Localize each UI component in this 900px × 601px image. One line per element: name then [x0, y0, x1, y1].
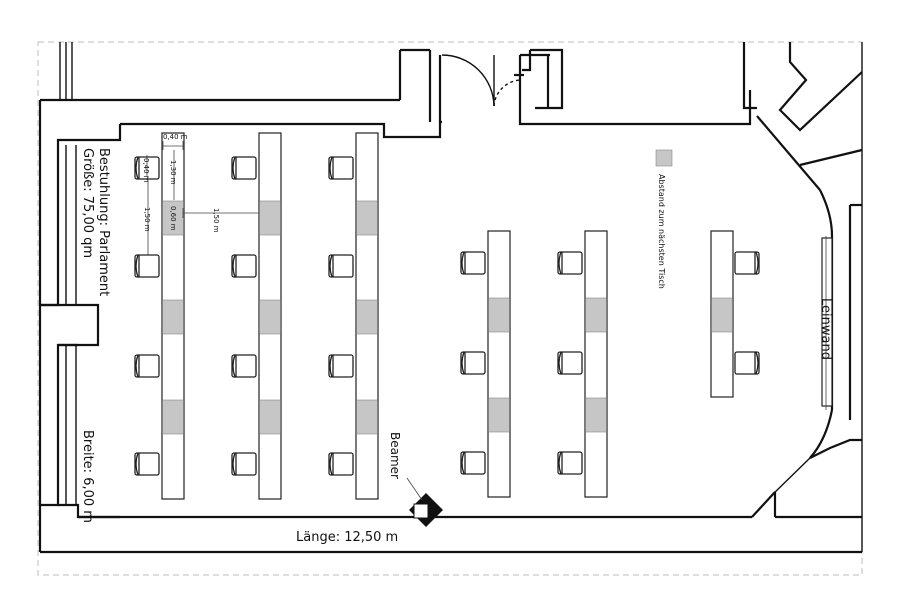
table-gap: [259, 200, 281, 236]
chair-icon: [557, 451, 583, 475]
table: [487, 230, 511, 498]
projection-screen: [821, 236, 833, 410]
labels: Bestuhlung: Parlament Größe: 75,00 qm Br…: [80, 133, 833, 545]
width-label: Breite: 6,00 m: [80, 430, 95, 523]
dim-label-040-top: 0,40 m: [163, 133, 188, 141]
dim-label-060: 0,60 m: [169, 206, 177, 231]
table-gap: [585, 297, 607, 333]
table-gap: [162, 200, 184, 236]
chair-icon: [460, 451, 486, 475]
chair-icon: [134, 354, 160, 378]
chair-icon: [328, 156, 354, 180]
chair-icon: [231, 156, 257, 180]
size-label: Größe: 75,00 qm: [80, 148, 95, 258]
beamer-label: Beamer: [388, 432, 402, 479]
chair-icon: [460, 351, 486, 375]
dim-label-150-mid: 1,50 m: [212, 208, 220, 233]
legend-label: Abstand zum nächsten Tisch: [657, 174, 666, 289]
table-gap: [162, 399, 184, 435]
screen-label: Leinwand: [818, 298, 833, 360]
chair-icon: [134, 254, 160, 278]
chair-icon: [328, 254, 354, 278]
chair-icon: [734, 251, 760, 275]
table-gap: [356, 299, 378, 335]
beamer-icon: [406, 477, 443, 527]
dim-label-150-left: 1,50 m: [143, 207, 151, 232]
table-gap: [356, 200, 378, 236]
table-gap: [585, 397, 607, 433]
table-gap: [488, 397, 510, 433]
dimension-lines: [146, 141, 259, 255]
table-gap: [356, 399, 378, 435]
dim-label-040-chair: 0,40 m: [142, 158, 150, 183]
walls: [38, 42, 863, 554]
table-gap: [259, 299, 281, 335]
chair-icon: [557, 351, 583, 375]
tables: [161, 132, 734, 500]
table-gap: [711, 297, 733, 333]
chair-icon: [231, 354, 257, 378]
chair-icon: [460, 251, 486, 275]
legend-swatch: [655, 149, 673, 167]
seating-label: Bestuhlung: Parlament: [96, 148, 111, 296]
chair-icon: [328, 452, 354, 476]
chair-icon: [557, 251, 583, 275]
table-gap: [488, 297, 510, 333]
chair-icon: [328, 354, 354, 378]
chair-icon: [231, 254, 257, 278]
chair-icon: [134, 452, 160, 476]
chair-icon: [231, 452, 257, 476]
length-label: Länge: 12,50 m: [296, 530, 398, 545]
table-gap: [162, 299, 184, 335]
table-gap: [259, 399, 281, 435]
table: [584, 230, 608, 498]
chairs: [134, 156, 760, 476]
chair-icon: [734, 351, 760, 375]
dim-label-130: 1,30 m: [169, 160, 177, 185]
